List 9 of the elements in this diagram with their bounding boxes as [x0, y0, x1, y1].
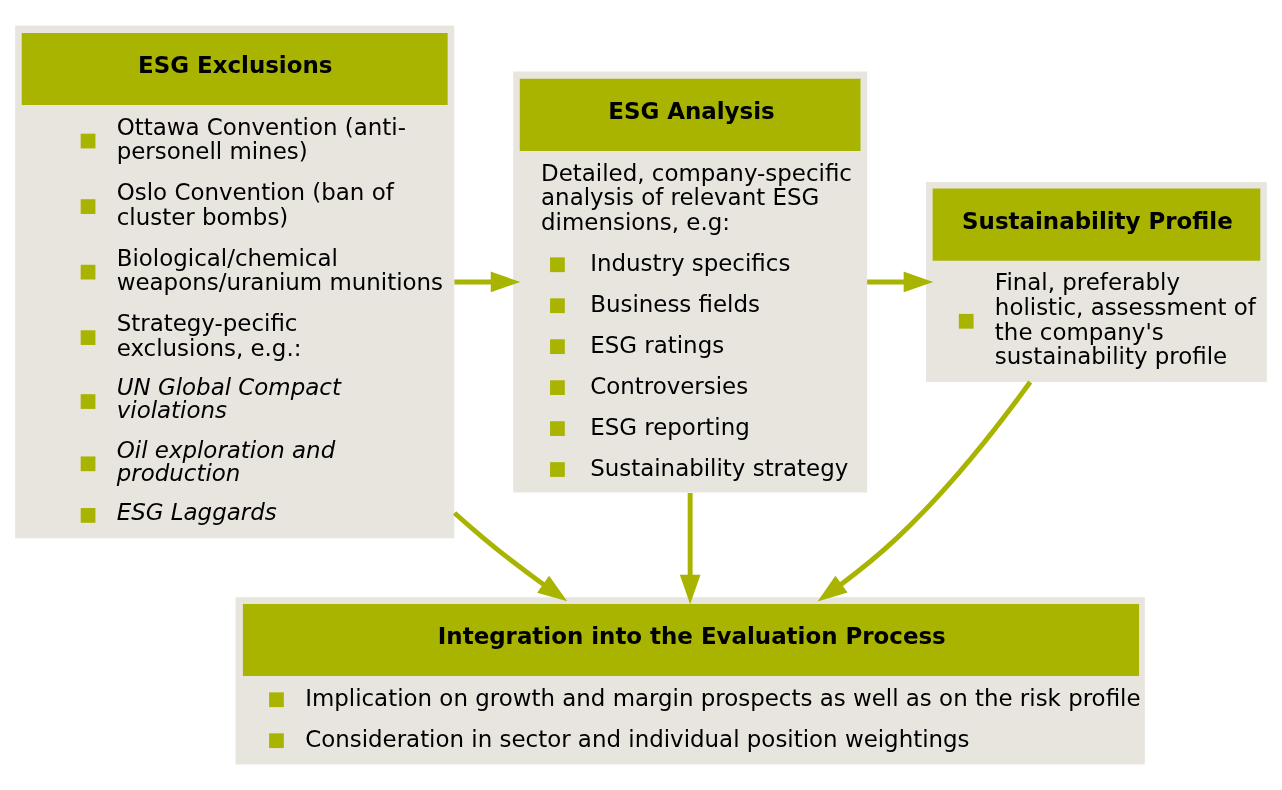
arrow [817, 380, 1033, 602]
arrow [867, 271, 934, 293]
node-box: ESG Exclusions Ottawa Convention (anti-personell mines) Oslo Convention (ban of cluster bombs) Biological/chemical weapons/uranium munitions Strategy-pecific exclusions, e.g.: UN Global Compact violations Oil exploration and production ESG Laggards [15, 25, 455, 539]
arrow [454, 271, 521, 293]
node-box: ESG Analysis Detailed, company-specific analysis of relevant ESG dimensions, e.g: Industry specifics Business fields ESG ratings Controversies ESG reporting Sustainability strategy [513, 71, 868, 493]
arrow [452, 511, 568, 602]
node-box: Integration into the Evaluation Process Implication on growth and margin prospects as well as on the risk profile Consideration in sector and individual position weightings [235, 597, 1145, 765]
node-box: Sustainability Profile Final, preferably holistic, assessment of the company's sustainability profile [926, 182, 1267, 382]
arrow [679, 493, 701, 605]
